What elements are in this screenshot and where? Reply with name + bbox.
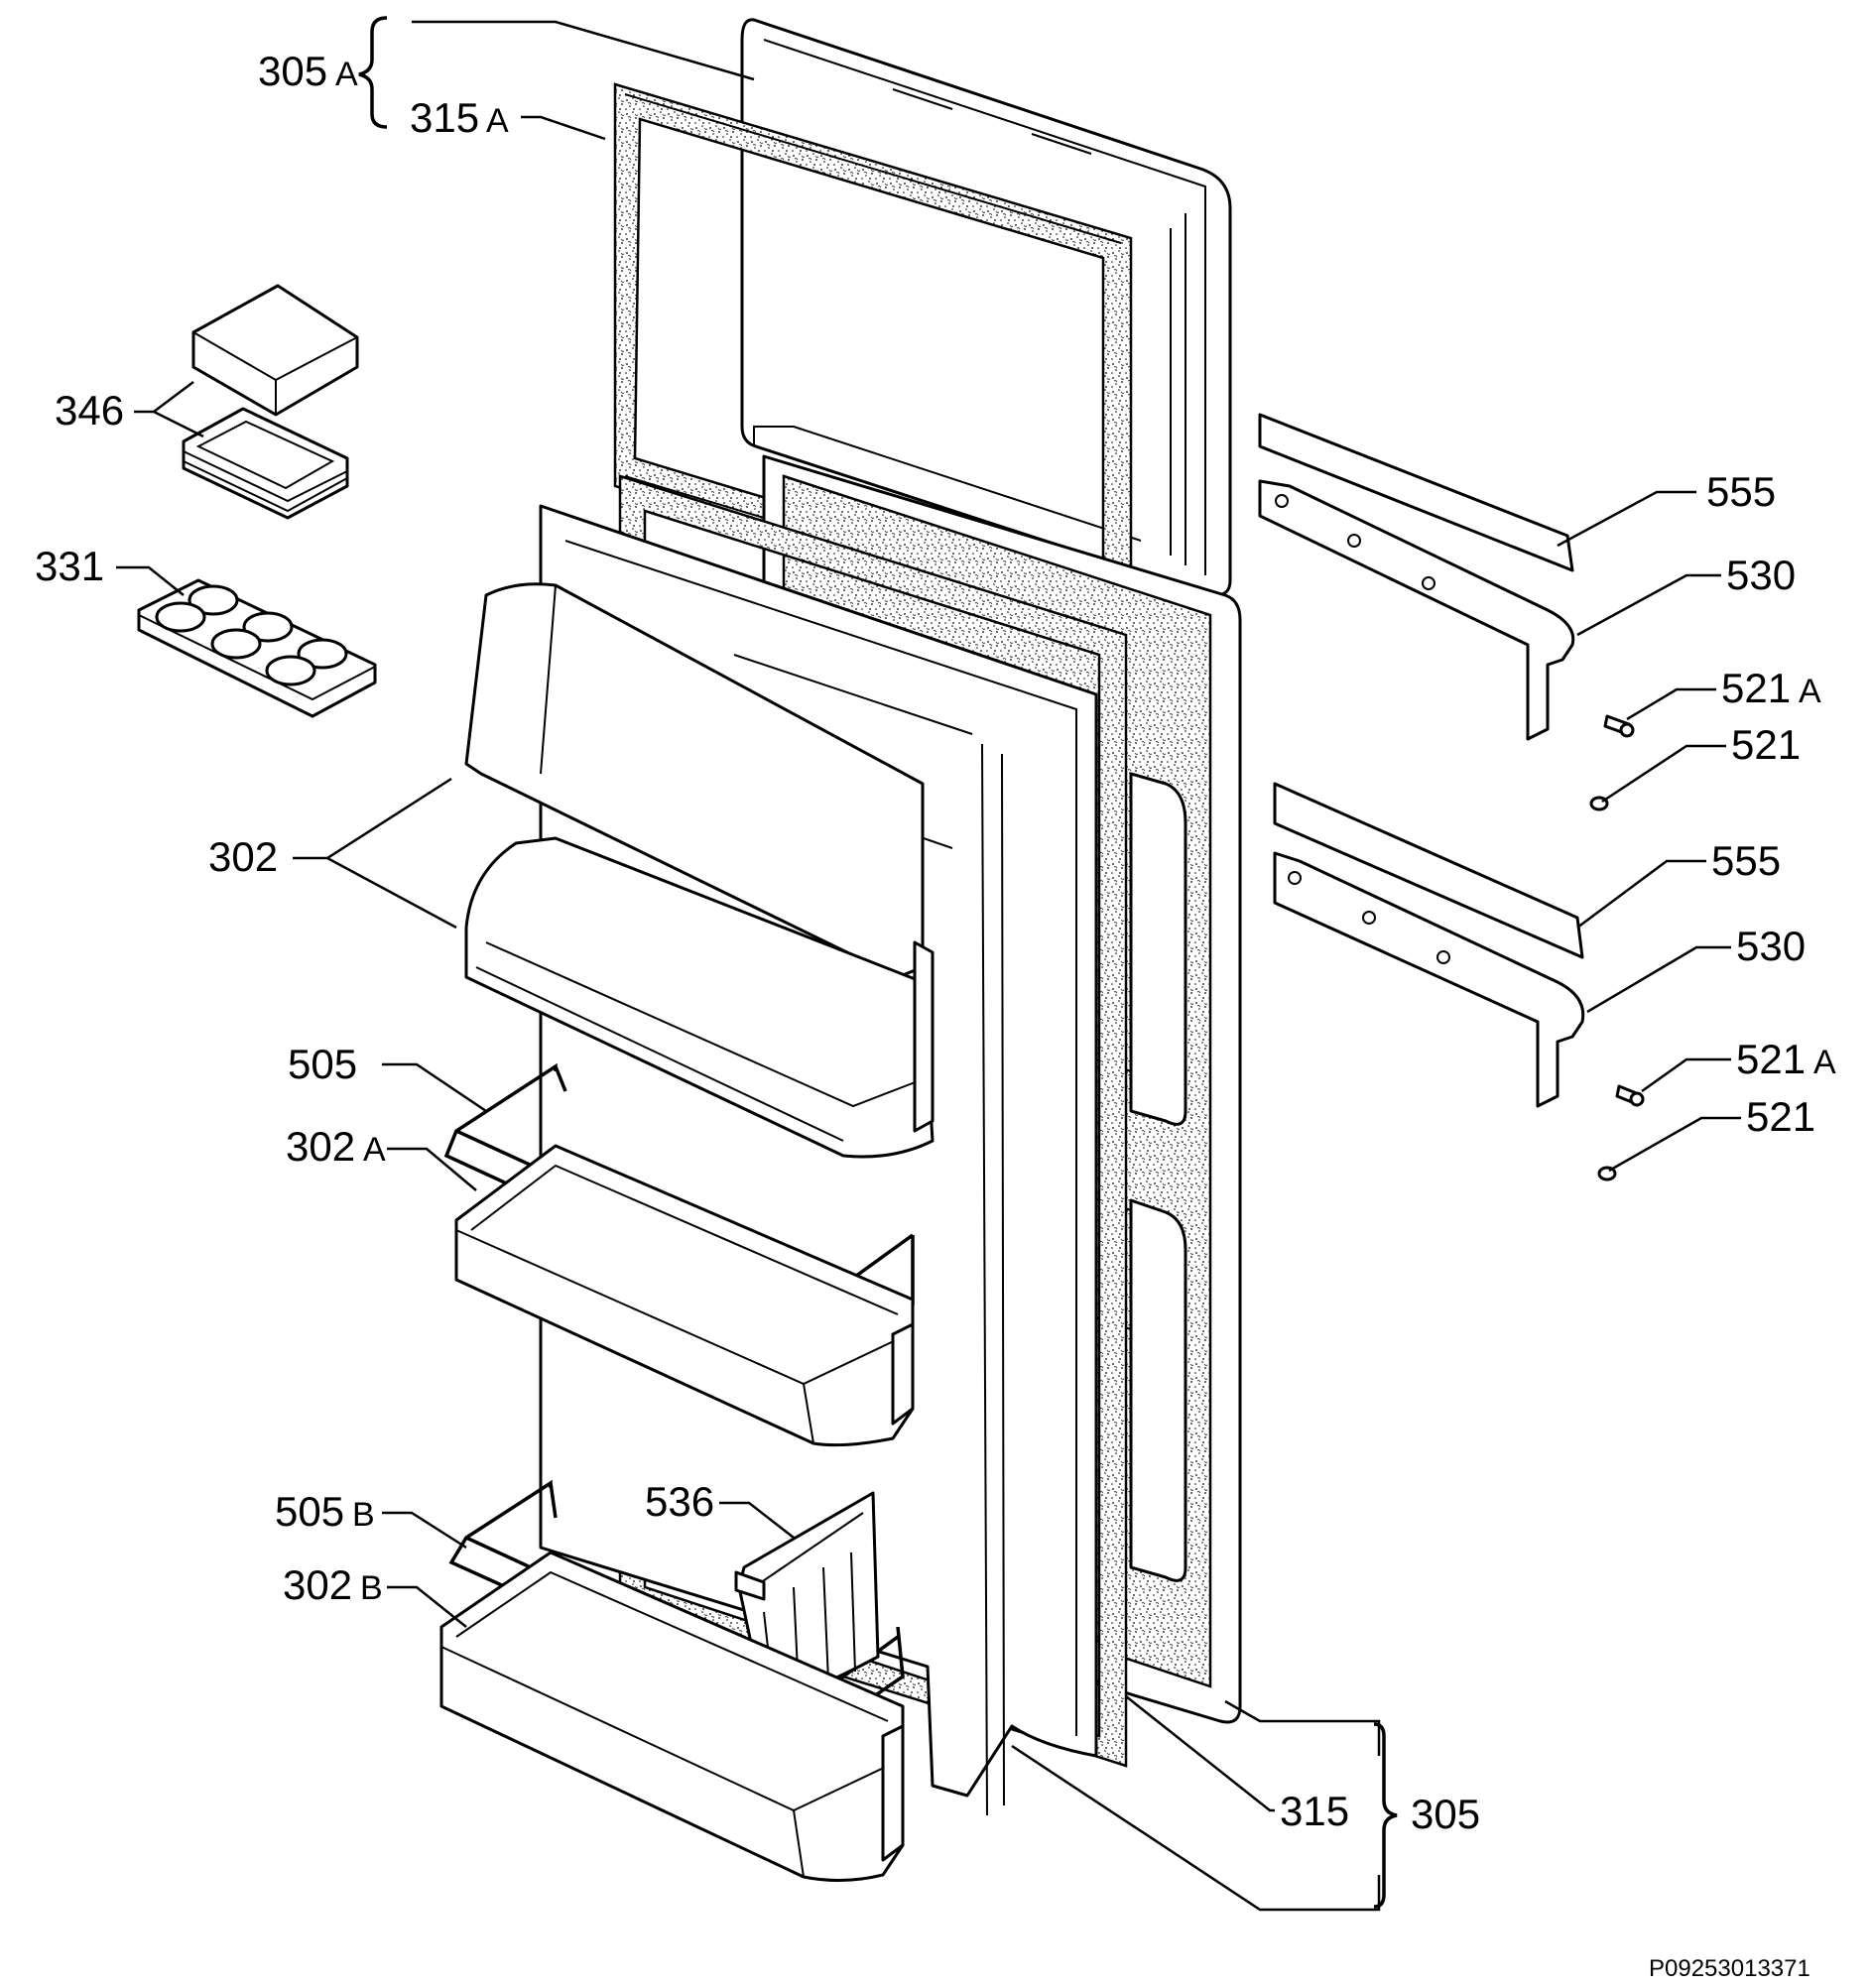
callout-521-lower: 521 xyxy=(1746,1093,1815,1140)
callout-346: 346 xyxy=(55,387,124,434)
hinge-530-upper xyxy=(1258,479,1575,741)
svg-text:521: 521 xyxy=(1731,721,1801,768)
leader-lines xyxy=(116,16,1741,1912)
svg-text:315: 315 xyxy=(410,94,479,141)
container-346 xyxy=(182,284,359,520)
svg-text:305: 305 xyxy=(258,48,327,94)
callout-302: 302 xyxy=(208,833,278,880)
svg-text:B: B xyxy=(352,1496,375,1534)
svg-text:521: 521 xyxy=(1721,665,1791,711)
svg-text:505: 505 xyxy=(275,1488,344,1535)
svg-text:A: A xyxy=(1813,1044,1836,1081)
callout-302b: 302 B xyxy=(283,1561,383,1608)
svg-text:346: 346 xyxy=(55,387,124,434)
callout-555-upper: 555 xyxy=(1706,468,1776,515)
door-shelf-302a xyxy=(454,1144,915,1447)
callout-536: 536 xyxy=(645,1478,714,1525)
svg-text:555: 555 xyxy=(1711,837,1781,884)
svg-text:A: A xyxy=(1799,673,1821,710)
hinge-cover-555-lower xyxy=(1273,782,1584,959)
svg-text:A: A xyxy=(363,1131,386,1169)
callout-505b: 505 B xyxy=(275,1488,375,1535)
callout-305a: 305 A xyxy=(258,48,358,94)
svg-text:302: 302 xyxy=(208,833,278,880)
svg-text:B: B xyxy=(360,1569,383,1607)
svg-text:521: 521 xyxy=(1736,1036,1806,1082)
svg-text:302: 302 xyxy=(283,1561,352,1608)
svg-text:521: 521 xyxy=(1746,1093,1815,1140)
svg-text:530: 530 xyxy=(1726,552,1796,598)
dairy-compartment-302 xyxy=(464,582,935,1159)
door-shelf-302b xyxy=(439,1551,905,1883)
svg-text:555: 555 xyxy=(1706,468,1776,515)
callout-315a: 315 A xyxy=(410,94,509,141)
svg-text:331: 331 xyxy=(35,543,104,589)
svg-text:302: 302 xyxy=(286,1123,355,1170)
callout-315: 315 xyxy=(1280,1788,1349,1834)
hinge-cover-555-upper xyxy=(1258,413,1574,572)
svg-text:A: A xyxy=(486,102,509,140)
callout-521a-lower: 521 A xyxy=(1736,1036,1836,1082)
svg-text:536: 536 xyxy=(645,1478,714,1525)
callout-505: 505 xyxy=(288,1041,357,1087)
callout-331: 331 xyxy=(35,543,104,589)
svg-text:505: 505 xyxy=(288,1041,357,1087)
callout-305: 305 xyxy=(1411,1791,1480,1837)
hinge-530-lower xyxy=(1273,851,1585,1108)
svg-text:305: 305 xyxy=(1411,1791,1480,1837)
screw-521a-lower xyxy=(1615,1084,1645,1107)
callout-302a: 302 A xyxy=(286,1123,386,1170)
drawing-code: P09253013371 xyxy=(1649,1955,1810,1982)
callout-521a-upper: 521 A xyxy=(1721,665,1821,711)
svg-text:A: A xyxy=(335,56,358,93)
svg-text:530: 530 xyxy=(1736,923,1806,969)
callout-521-upper: 521 xyxy=(1731,721,1801,768)
screw-521a-upper xyxy=(1603,714,1635,738)
egg-tray-331 xyxy=(137,578,377,718)
callout-555-lower: 555 xyxy=(1711,837,1781,884)
callout-530-lower: 530 xyxy=(1736,923,1806,969)
callout-530-upper: 530 xyxy=(1726,552,1796,598)
svg-text:315: 315 xyxy=(1280,1788,1349,1834)
